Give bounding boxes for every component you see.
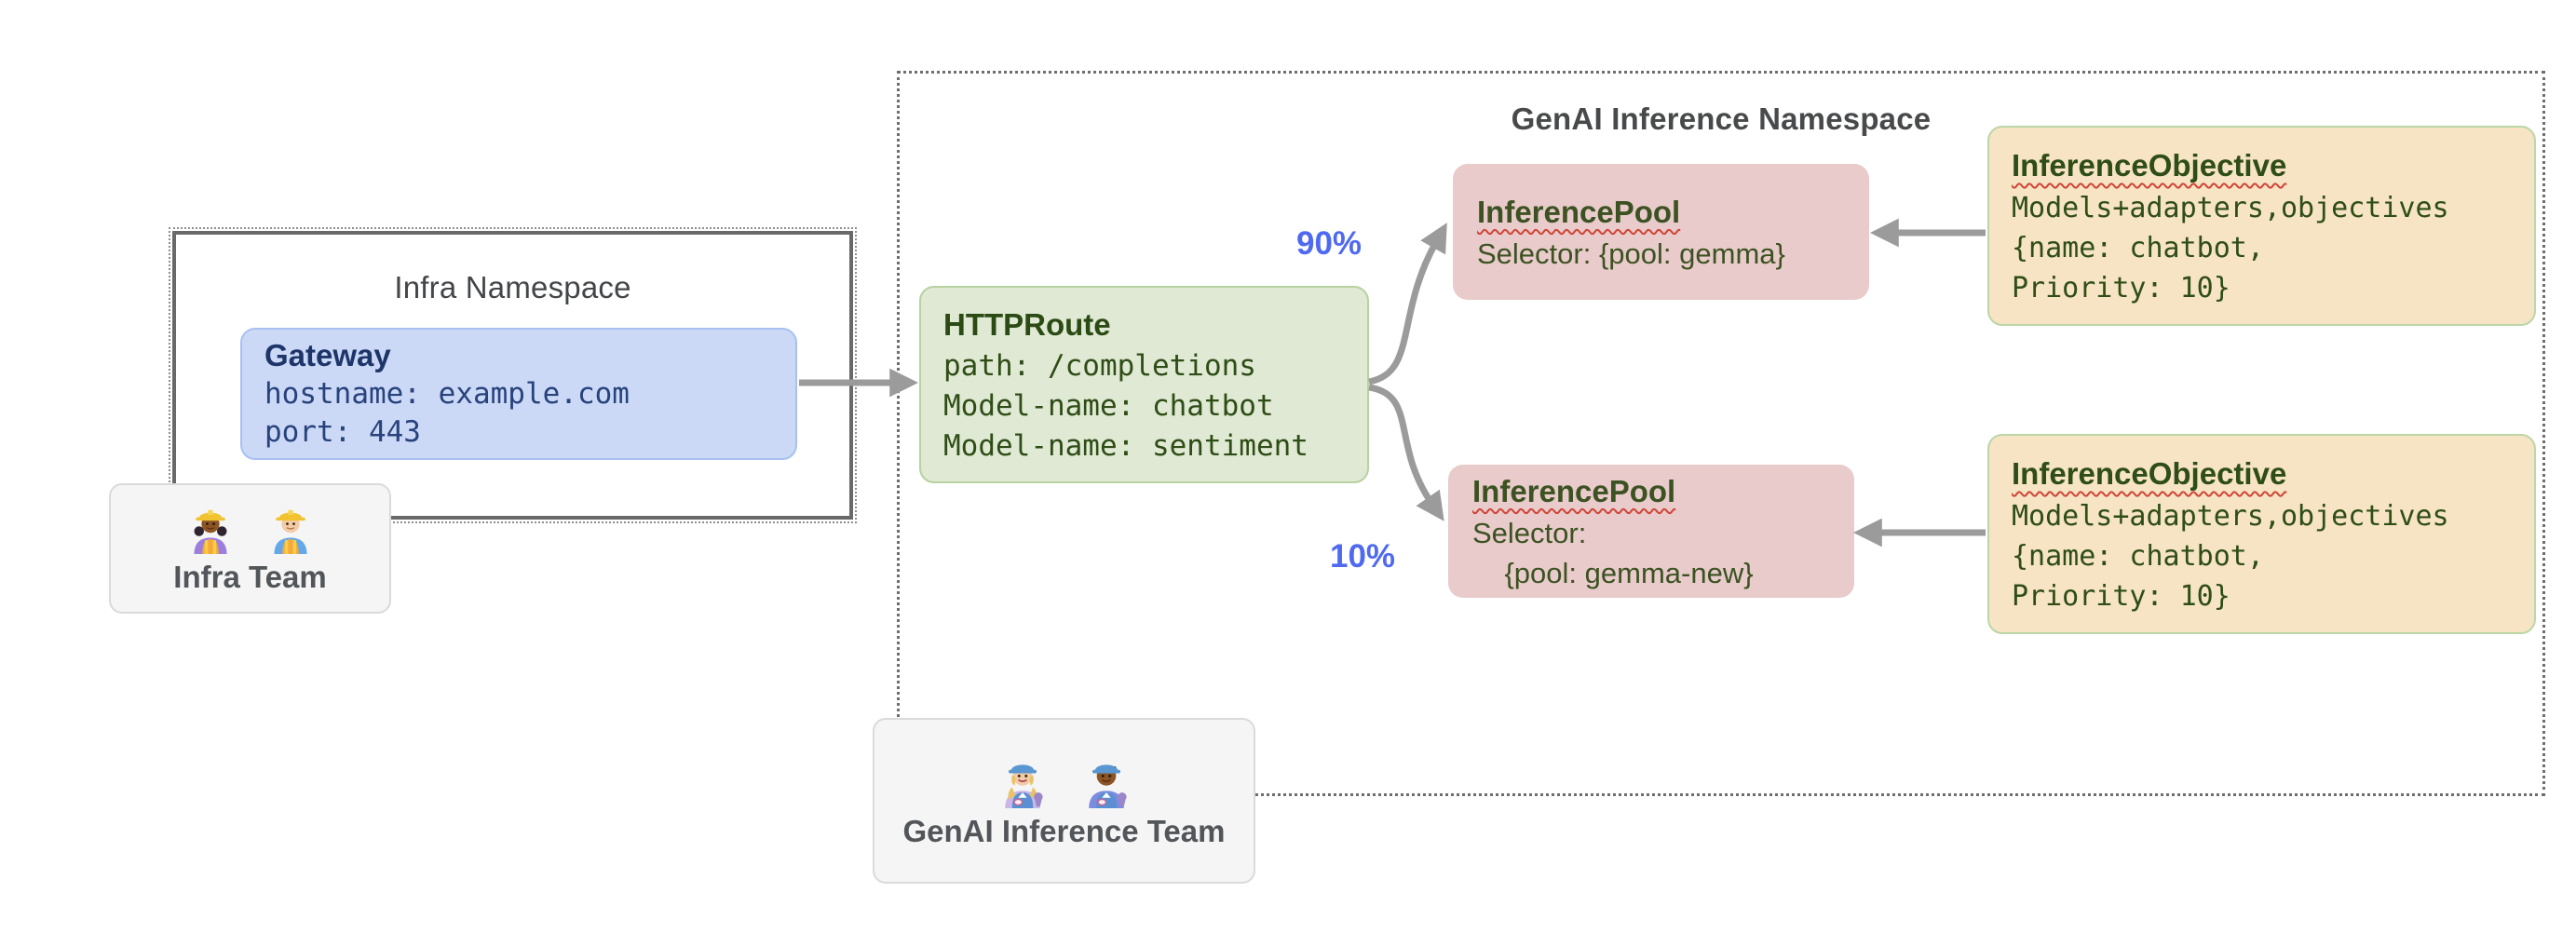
inference-objective-top-priority-line: Priority: 10} — [2012, 272, 2230, 304]
inference-pool-gemma-new-selector-value-line: {pool: gemma-new} — [1472, 556, 1754, 589]
infra-team-card: Infra Team — [109, 483, 391, 614]
inference-objective-bottom-models-line: Models+adapters,objectives — [2012, 500, 2449, 533]
genai-team-people — [995, 752, 1134, 808]
inference-objective-top-name-line: {name: chatbot, — [2012, 232, 2264, 264]
infra-team-people — [184, 502, 317, 554]
gateway-hostname-line: hostname: example.com — [264, 377, 630, 411]
genai-inference-namespace-box: GenAI Inference Namespace — [897, 71, 2545, 796]
gateway-port-line: port: 443 — [264, 415, 421, 449]
httproute-model-chatbot-line: Model-name: chatbot — [943, 388, 1274, 423]
httproute-path-line: path: /completions — [943, 348, 1256, 383]
inference-pool-gemma-node: InferencePool Selector: {pool: gemma} — [1453, 164, 1869, 300]
man-mechanic-icon — [1088, 764, 1127, 808]
infra-namespace-box: Infra Namespace — [169, 227, 857, 523]
gateway-node: Gateway hostname: example.com port: 443 — [240, 328, 797, 460]
inference-pool-gemma-selector-line: Selector: {pool: gemma} — [1477, 237, 1785, 270]
gateway-title: Gateway — [264, 338, 391, 372]
genai-inference-team-card: GenAI Inference Team — [873, 718, 1255, 884]
infra-team-label: Infra Team — [173, 560, 327, 594]
inference-objective-top-node: InferenceObjective Models+adapters,objec… — [1987, 126, 2536, 326]
inference-objective-bottom-priority-line: Priority: 10} — [2012, 580, 2230, 613]
woman-mechanic-icon — [1004, 764, 1043, 808]
inference-pool-gemma-title: InferencePool — [1477, 194, 1681, 229]
httproute-title: HTTPRoute — [943, 306, 1111, 342]
traffic-split-90-label: 90% — [1296, 225, 1363, 262]
inference-objective-top-title: InferenceObjective — [2012, 148, 2287, 183]
httproute-model-sentiment-line: Model-name: sentiment — [943, 428, 1308, 463]
genai-inference-namespace-label: GenAI Inference Namespace — [1511, 101, 1932, 136]
traffic-split-10-label: 10% — [1330, 538, 1396, 575]
httproute-node: HTTPRoute path: /completions Model-name:… — [919, 286, 1369, 483]
woman-construction-worker-icon — [194, 509, 226, 554]
genai-inference-team-label: GenAI Inference Team — [902, 814, 1226, 848]
inference-objective-bottom-name-line: {name: chatbot, — [2012, 540, 2264, 573]
inference-pool-gemma-new-node: InferencePool Selector: {pool: gemma-new… — [1448, 465, 1854, 598]
inference-pool-gemma-new-title: InferencePool — [1472, 473, 1676, 508]
inference-objective-bottom-title: InferenceObjective — [2012, 456, 2287, 491]
man-construction-worker-icon — [274, 509, 306, 554]
inference-objective-top-models-line: Models+adapters,objectives — [2012, 192, 2449, 224]
infra-namespace-label: Infra Namespace — [394, 270, 631, 304]
inference-objective-bottom-node: InferenceObjective Models+adapters,objec… — [1987, 434, 2536, 634]
inference-pool-gemma-new-selector-line: Selector: — [1472, 516, 1587, 549]
